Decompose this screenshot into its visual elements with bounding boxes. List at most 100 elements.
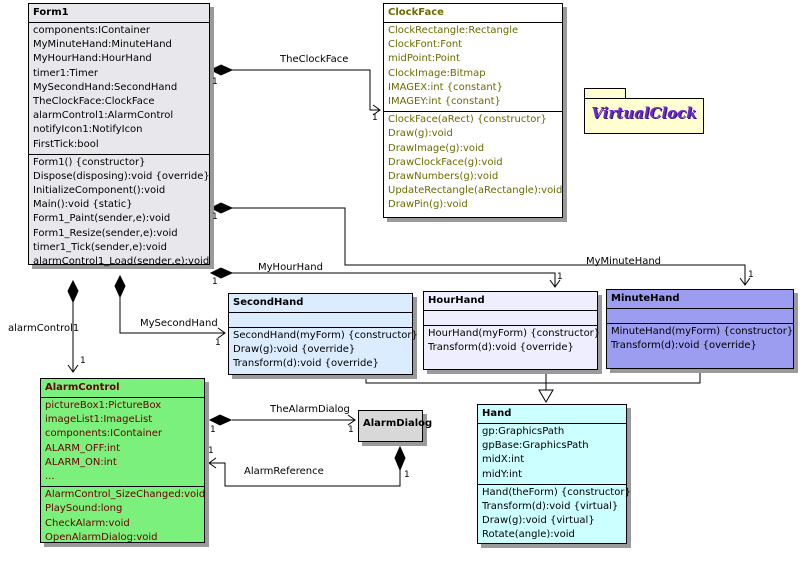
assoc-line-alarmreference: [209, 462, 401, 487]
multiplicity-label: 1: [208, 446, 214, 456]
composition-diamond-alarmdialog: [208, 414, 233, 426]
method-row: DrawPin(g):void: [388, 199, 468, 211]
assoc-arrow-secondhand: [217, 327, 226, 339]
method-row: Rotate(angle):void: [482, 529, 575, 541]
assoc-line-hourhand: [232, 272, 556, 286]
method-row: OpenAlarmDialog:void: [45, 531, 158, 543]
method-row: MinuteHand(myForm) {constructor}: [611, 326, 794, 337]
class-alarmcontrol: AlarmControl pictureBox1:PictureBox image…: [40, 378, 205, 543]
method-row: CheckAlarm:void: [45, 517, 130, 529]
method-row: HourHand(myForm) {constructor}: [428, 328, 601, 339]
attribute-row: ClockFont:Font: [388, 39, 463, 51]
attribute-row: ALARM_ON:int: [45, 456, 117, 468]
method-row: AlarmControl_SizeChanged:void: [45, 489, 206, 501]
composition-diamond-clockface: [209, 64, 234, 76]
method-row: Draw(g):void {virtual}: [482, 515, 595, 527]
attribute-row: ALARM_OFF:int: [45, 442, 121, 454]
attributes: gp:GraphicsPath gpBase:GraphicsPath midX:i…: [478, 424, 626, 484]
method-row: PlaySound:long: [45, 503, 123, 515]
method-row: Transform(d):void {override}: [233, 358, 379, 370]
inherit-line-minutehand: [546, 369, 701, 384]
assoc-arrow-hourhand: [549, 279, 561, 288]
method-row: SecondHand(myForm) {constructor}: [233, 330, 418, 341]
class-name: Hand: [482, 408, 512, 419]
multiplicity-label: 1: [210, 425, 216, 435]
attribute-row: midX:int: [482, 454, 525, 466]
composition-diamond-alarmcontrol: [67, 279, 79, 304]
method-row: DrawClockFace(g):void: [388, 156, 503, 168]
assoc-arrow-alarmdialog: [347, 414, 356, 426]
attribute-row: alarmControl1:AlarmControl: [33, 110, 174, 122]
generalization-arrowhead: [538, 389, 554, 403]
assoc-label-alarmdialog: TheAlarmDialog: [270, 404, 350, 415]
attribute-row: MyHourHand:HourHand: [33, 53, 152, 65]
attribute-row: ClockImage:Bitmap: [388, 67, 486, 79]
inherit-line-secondhand: [365, 375, 546, 384]
class-hand: Hand gp:GraphicsPath gpBase:GraphicsPath m…: [477, 404, 631, 545]
attribute-row: notifyIcon1:NotifyIcon: [33, 124, 143, 136]
methods: Form1() {constructor} Dispose(disposing):…: [29, 155, 210, 272]
methods: MinuteHand(myForm) {constructor} Transfor…: [607, 324, 793, 355]
composition-diamond-alarmreference: [394, 445, 406, 472]
assoc-line-clockface: [232, 69, 380, 111]
class-name: HourHand: [428, 295, 485, 306]
attribute-row: pictureBox1:PictureBox: [45, 400, 162, 411]
class-name: AlarmDialog: [363, 418, 433, 429]
assoc-arrow-alarmreference: [208, 457, 217, 469]
attribute-row: components:IContainer: [33, 25, 150, 36]
assoc-arrow-minutehand: [739, 277, 751, 286]
class-name: ClockFace: [388, 7, 444, 18]
method-row: Main():void {static}: [33, 199, 133, 211]
package-box: [584, 98, 704, 134]
method-row: ClockFace(aRect) {constructor}: [388, 114, 547, 126]
assoc-label-secondhand: MySecondHand: [140, 318, 218, 329]
multiplicity-label: 1: [212, 77, 218, 87]
class-name: AlarmControl: [45, 382, 120, 393]
attribute-row: IMAGEY:int {constant}: [388, 95, 501, 107]
class-secondhand: SecondHand SecondHand(myForm) {construct…: [228, 293, 418, 375]
method-row: Dispose(disposing):void {override}: [33, 170, 210, 182]
assoc-label-alarmreference: AlarmReference: [244, 466, 324, 477]
assoc-label-minutehand: MyMinuteHand: [586, 256, 662, 267]
assoc-line-minutehand: [232, 207, 746, 284]
methods: ClockFace(aRect) {constructor} Draw(g):vo…: [384, 112, 562, 214]
method-row: Transform(d):void {override}: [611, 340, 757, 352]
attribute-row: TheClockFace:ClockFace: [33, 95, 155, 107]
attribute-row: FirstTick:bool: [33, 138, 99, 150]
assoc-label-clockface: TheClockFace: [280, 54, 349, 65]
attribute-row: MySecondHand:SecondHand: [33, 81, 178, 93]
method-row: InitializeComponent():void: [33, 185, 166, 197]
assoc-arrow-alarmcontrol: [67, 364, 79, 373]
methods: SecondHand(myForm) {constructor}Draw(g):…: [229, 328, 418, 374]
method-row: timer1_Tick(sender,e):void: [33, 241, 167, 253]
assoc-arrow-clockface: [372, 104, 381, 116]
attribute-row: imageList1:ImageList: [45, 414, 153, 426]
method-row: Draw(g):void: [388, 128, 453, 140]
method-row: UpdateRectangle(aRectangle):void: [388, 185, 563, 197]
package-tab: [584, 88, 626, 99]
multiplicity-label: 1: [212, 277, 218, 287]
multiplicity-label: 1: [748, 270, 754, 280]
attribute-row: gp:GraphicsPath: [482, 426, 565, 437]
multiplicity-label: 1: [557, 272, 563, 282]
attribute-row: midPoint:Point: [388, 53, 460, 65]
multiplicity-label: 1: [80, 356, 86, 366]
attribute-row: MyMinuteHand:MinuteHand: [33, 39, 172, 51]
method-row: Form1() {constructor}: [33, 156, 146, 168]
methods: Hand(theForm) {constructor}Transform(d):…: [478, 485, 631, 545]
attribute-row: ClockRectangle:Rectangle: [388, 25, 519, 36]
assoc-label-alarmcontrol: alarmControl1: [8, 323, 80, 334]
class-name: MinuteHand: [611, 293, 680, 304]
multiplicity-label: 1: [348, 425, 354, 435]
attribute-row: IMAGEX:int {constant}: [388, 81, 503, 93]
composition-diamond-hourhand: [209, 267, 234, 279]
attribute-row: gpBase:GraphicsPath: [482, 440, 589, 452]
method-row: Transform(d):void {override}: [428, 342, 574, 354]
assoc-label-hourhand: MyHourHand: [258, 262, 323, 273]
